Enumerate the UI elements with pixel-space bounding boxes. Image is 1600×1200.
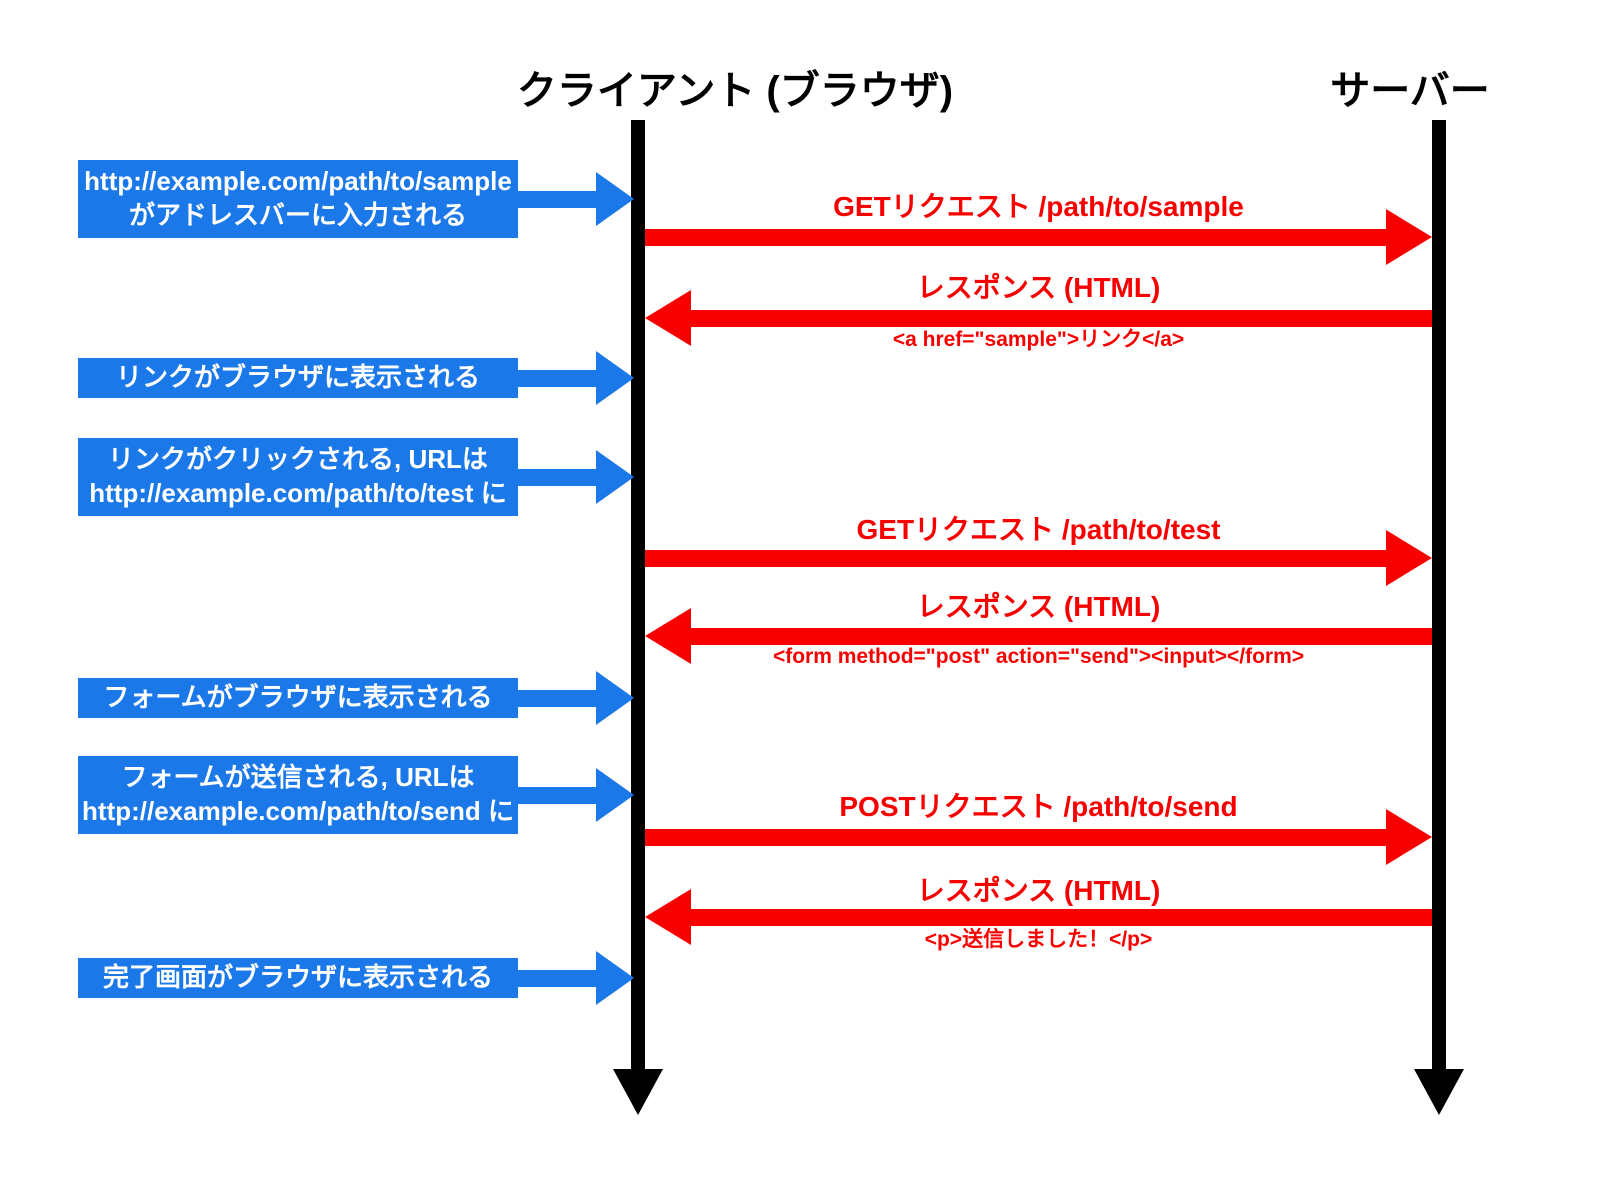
client-note-link-shown: リンクがブラウザに表示される <box>78 351 634 405</box>
client-note-text: フォームがブラウザに表示される <box>103 682 493 713</box>
down-arrow-icon <box>1414 1069 1464 1115</box>
right-arrow-icon <box>518 951 634 1005</box>
response-arrow-icon <box>645 608 1432 664</box>
right-arrow-icon <box>518 172 634 226</box>
request-label: GETリクエスト /path/to/sample <box>833 191 1244 222</box>
client-note-text: 完了画面がブラウザに表示される <box>102 962 493 993</box>
response-code: <p>送信しました！</p> <box>924 928 1153 951</box>
response-code: <form method="post" action="send"><input… <box>772 645 1305 668</box>
client-note-form-shown: フォームがブラウザに表示される <box>78 671 634 725</box>
response-label: レスポンス (HTML) <box>916 875 1161 906</box>
client-note-url-entered: http://example.com/path/to/sample がアドレスバ… <box>78 160 634 238</box>
client-note-done-shown: 完了画面がブラウザに表示される <box>78 951 634 1005</box>
server-lifeline <box>1414 120 1464 1115</box>
response-label: レスポンス (HTML) <box>916 272 1161 303</box>
server-title: サーバー <box>1330 69 1490 113</box>
response-code: <a href="sample">リンク</a> <box>892 328 1185 351</box>
right-arrow-icon <box>518 450 634 504</box>
client-note-form-submitted: フォームが送信される, URLは http://example.com/path… <box>78 756 634 834</box>
request-label: POSTリクエスト /path/to/send <box>839 791 1238 822</box>
client-title: クライアント (ブラウザ) <box>516 69 954 113</box>
right-arrow-icon <box>518 768 634 822</box>
client-note-text: http://example.com/path/to/sample がアドレスバ… <box>84 166 512 230</box>
request-arrow-icon <box>645 530 1432 586</box>
client-note-text: フォームが送信される, URLは http://example.com/path… <box>82 762 514 826</box>
request-arrow-icon <box>645 209 1432 265</box>
client-note-text: リンクがブラウザに表示される <box>115 362 480 393</box>
right-arrow-icon <box>518 351 634 405</box>
response-arrow-icon <box>645 889 1432 945</box>
request-label: GETリクエスト /path/to/test <box>856 514 1221 545</box>
request-arrow-icon <box>645 809 1432 865</box>
client-note-link-clicked: リンクがクリックされる, URLは http://example.com/pat… <box>78 438 634 516</box>
response-arrow-icon <box>645 290 1432 346</box>
right-arrow-icon <box>518 671 634 725</box>
client-lifeline <box>613 120 663 1115</box>
down-arrow-icon <box>613 1069 663 1115</box>
response-label: レスポンス (HTML) <box>916 591 1161 622</box>
client-note-text: リンクがクリックされる, URLは http://example.com/pat… <box>89 444 507 508</box>
